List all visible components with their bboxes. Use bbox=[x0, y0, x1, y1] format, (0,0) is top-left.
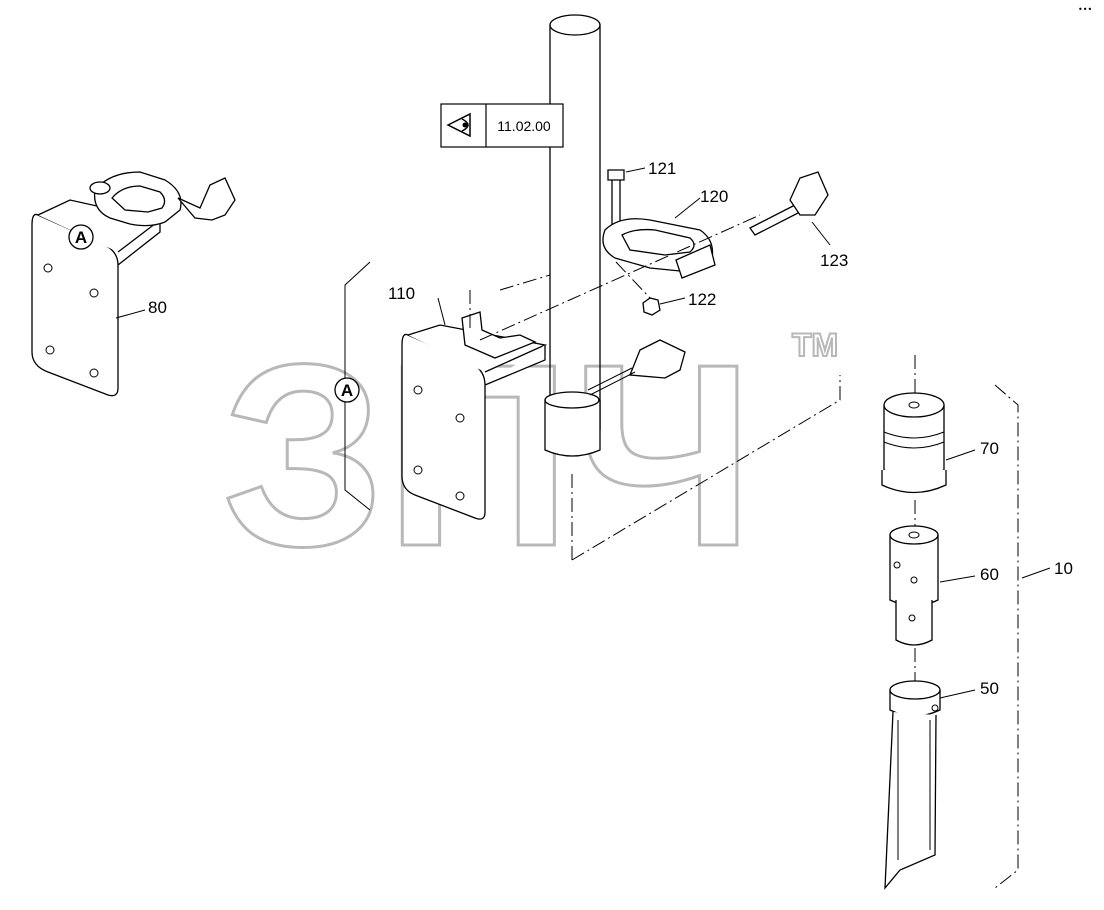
part-50-sleeve bbox=[884, 680, 941, 890]
part-70-cap bbox=[881, 392, 947, 494]
label-121: 121 bbox=[648, 159, 676, 178]
eye-icon bbox=[446, 112, 471, 138]
label-60: 60 bbox=[980, 565, 999, 584]
label-110: 110 bbox=[388, 284, 415, 303]
reference-number: 11.02.00 bbox=[497, 118, 551, 134]
part-80-bracket bbox=[31, 171, 236, 397]
section-line-a bbox=[334, 261, 371, 511]
part-123-knob bbox=[749, 171, 829, 236]
part-60-coupling bbox=[889, 525, 939, 646]
part-110-bracket bbox=[401, 311, 686, 520]
label-10: 10 bbox=[1054, 559, 1073, 578]
label-70: 70 bbox=[980, 439, 999, 458]
part-120-clamp bbox=[602, 218, 716, 279]
label-50: 50 bbox=[980, 679, 999, 698]
callout-a-section: A bbox=[341, 381, 353, 400]
callout-a-left: A bbox=[75, 228, 87, 247]
callout-circle-a-left bbox=[68, 224, 94, 250]
reference-box[interactable]: 11.02.00 bbox=[440, 103, 564, 148]
vertical-pole bbox=[544, 14, 601, 457]
corner-mark: ••• bbox=[1078, 5, 1092, 14]
assembly-lines bbox=[469, 214, 1019, 889]
label-120: 120 bbox=[700, 187, 728, 206]
label-122: 122 bbox=[688, 290, 716, 309]
leader-lines bbox=[115, 167, 1051, 699]
label-123: 123 bbox=[820, 251, 848, 270]
part-121-bolt bbox=[607, 169, 625, 231]
label-80: 80 bbox=[148, 298, 167, 317]
watermark-trademark: TM bbox=[792, 327, 838, 363]
